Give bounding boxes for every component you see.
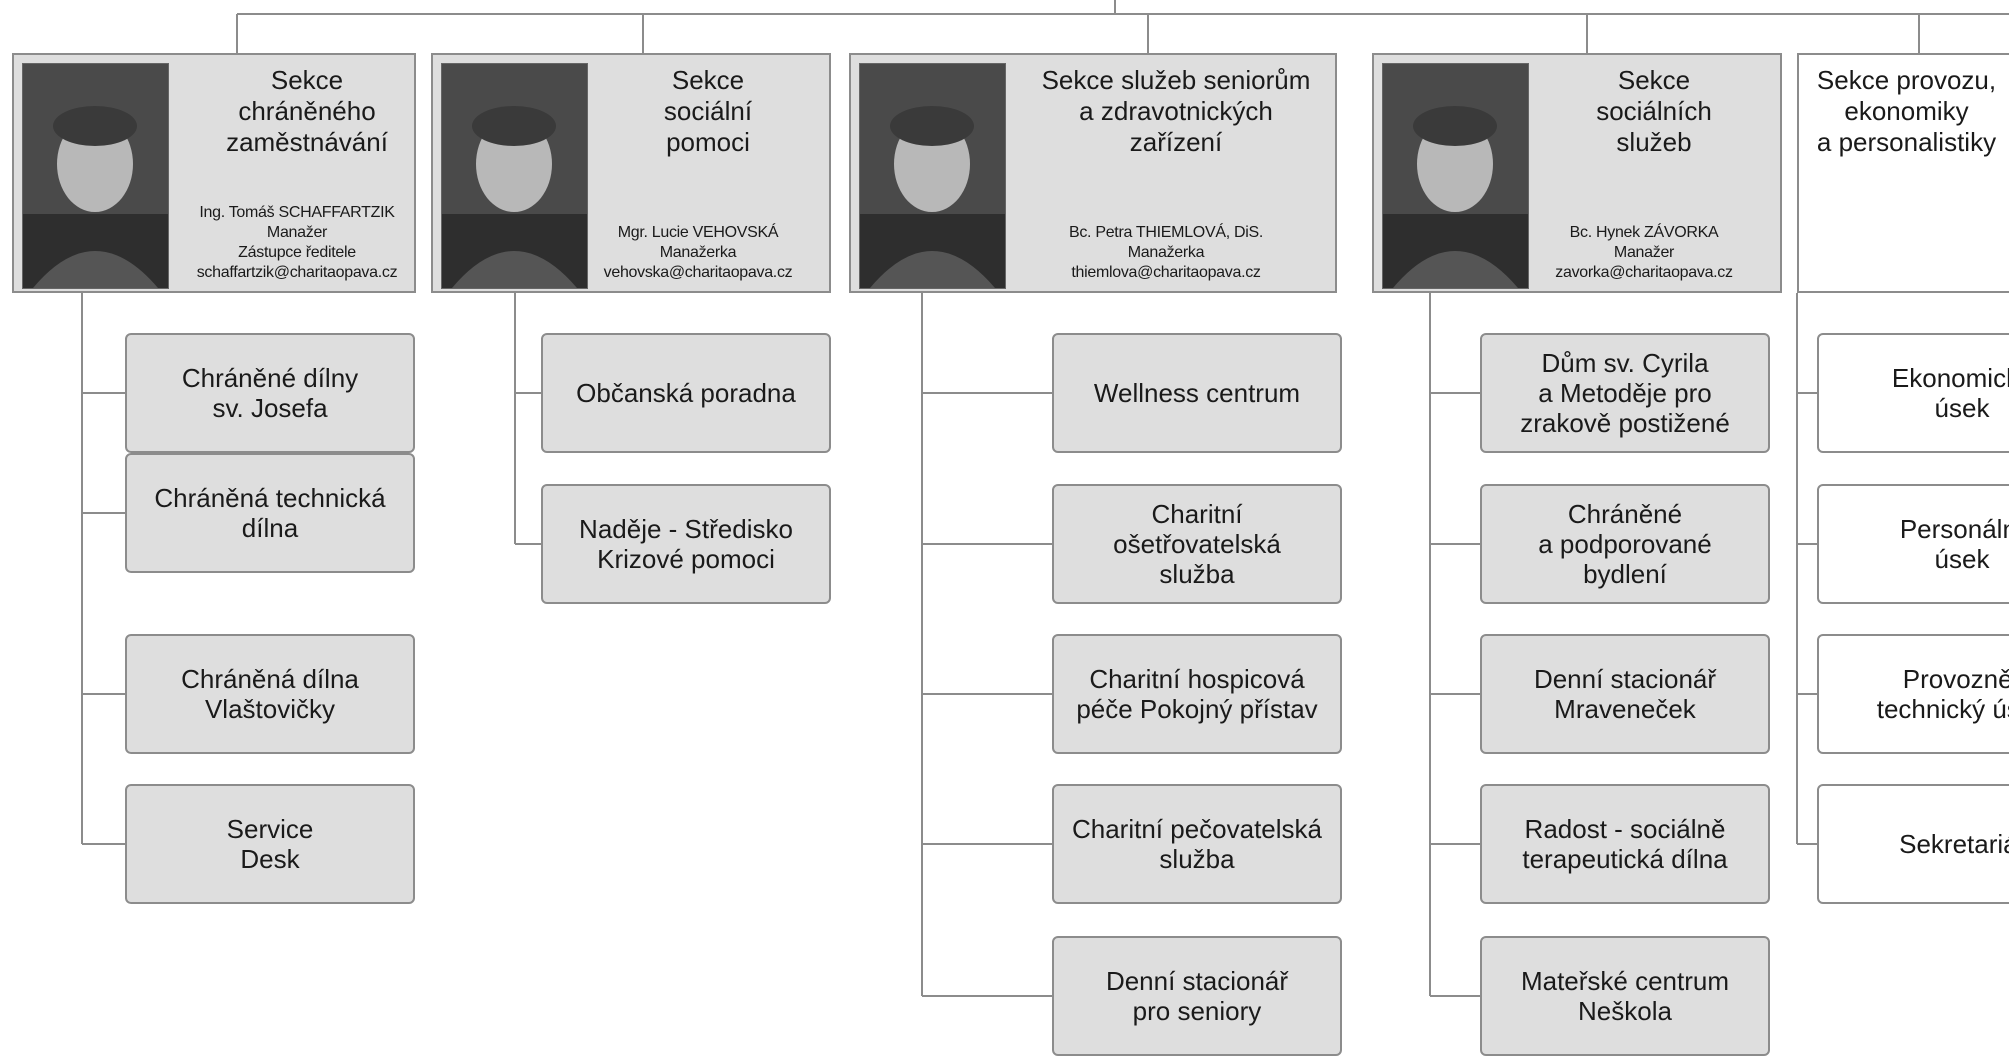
manager-name: Ing. Tomáš SCHAFFARTZIK [199,204,395,221]
manager-info: Bc. Hynek ZÁVORKA Manažer zavorka@charitao… [1504,223,1784,283]
section-header: Sekce služeb seniorům a zdravotnických z… [849,53,1337,293]
section-title: Sekce sociálních služeb [1596,65,1712,157]
portrait-photo [1382,63,1529,289]
unit-box: Denní stacionář pro seniory [1052,936,1342,1056]
unit-box: Radost - sociálně terapeutická dílna [1480,784,1770,904]
manager-name: Bc. Hynek ZÁVORKA [1569,224,1719,241]
portrait-photo [859,63,1006,289]
unit-box: Charitní ošetřovatelská služba [1052,484,1342,604]
unit-box: Chráněná dílna Vlaštovičky [125,634,415,754]
unit-box: Charitní pečovatelská služba [1052,784,1342,904]
section-header: Sekce provozu, ekonomiky a personalistik… [1797,53,2009,293]
portrait-photo [22,63,169,289]
unit-box: Wellness centrum [1052,333,1342,453]
unit-box: Chráněná technická dílna [125,453,415,573]
unit-box: Chráněné a podporované bydlení [1480,484,1770,604]
manager-role: Manažerka [1127,244,1205,261]
portrait-photo [441,63,588,289]
section-title: Sekce provozu, ekonomiky a personalistik… [1816,65,1997,157]
manager-email[interactable]: vehovska@charitaopava.cz [603,264,793,281]
unit-box: Občanská poradna [541,333,831,453]
unit-box: Sekretariát [1817,784,2009,904]
manager-info: Bc. Petra THIEMLOVÁ, DiS. Manažerka thieml… [986,223,1346,283]
manager-email[interactable]: schaffartzik@charitaopava.cz [196,264,398,281]
manager-name: Bc. Petra THIEMLOVÁ, DiS. [1068,224,1264,241]
unit-box: Ekonomický úsek [1817,333,2009,453]
section-title: Sekce chráněného zaměstnávání [226,65,388,157]
unit-box: Provozně- technický úsek [1817,634,2009,754]
section-title: Sekce služeb seniorům a zdravotnických z… [1041,65,1311,157]
unit-box: Charitní hospicová péče Pokojný přístav [1052,634,1342,754]
section-title: Sekce sociální pomoci [663,65,753,157]
manager-email[interactable]: zavorka@charitaopava.cz [1555,264,1733,281]
unit-box: Naděje - Středisko Krizové pomoci [541,484,831,604]
manager-name: Mgr. Lucie VEHOVSKÁ [617,224,779,241]
manager-email[interactable]: thiemlova@charitaopava.cz [1071,264,1261,281]
unit-box: Denní stacionář Mraveneček [1480,634,1770,754]
unit-box: Dům sv. Cyrila a Metoděje pro zrakově po… [1480,333,1770,453]
manager-role: Manažer [266,224,328,241]
manager-role: Manažer [1613,244,1675,261]
unit-box: Mateřské centrum Neškola [1480,936,1770,1056]
manager-role: Zástupce ředitele [238,244,356,261]
unit-box: Chráněné dílny sv. Josefa [125,333,415,453]
manager-info: Mgr. Lucie VEHOVSKÁ Manažerka vehovska@cha… [563,223,833,283]
manager-role: Manažerka [659,244,737,261]
unit-box: Personální úsek [1817,484,2009,604]
unit-box: Service Desk [125,784,415,904]
